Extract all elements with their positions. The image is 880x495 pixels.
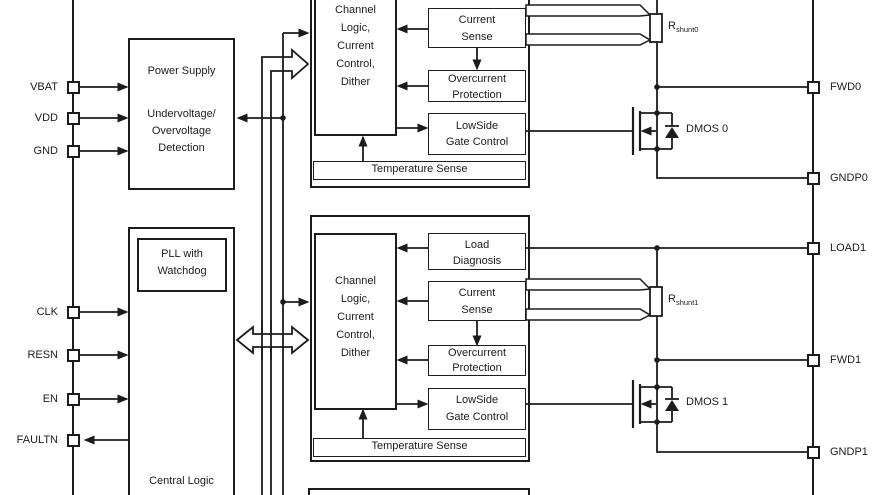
spi-bus (261, 48, 310, 495)
pin-resn (67, 349, 80, 362)
channel1-temperature-box (313, 438, 526, 457)
pin-vbat (67, 81, 80, 94)
channel1-arrows (358, 243, 633, 438)
channel2-block-partial (308, 488, 530, 495)
channel1-lowside-box (428, 388, 526, 430)
channel0-current-sense-box (428, 8, 526, 48)
pin-label-faultn: FAULTN (16, 434, 58, 446)
pin-faultn (67, 434, 80, 447)
channel1-lowside-label: LowSide Gate Control (445, 394, 509, 423)
pin-fwd0 (807, 81, 820, 94)
channel0-lowside-label: LowSide Gate Control (445, 120, 509, 148)
pin-label-fwd0: FWD0 (830, 81, 862, 93)
dmos1-label: DMOS 1 (686, 396, 729, 408)
pin-gnd (67, 145, 80, 158)
control-line (236, 28, 310, 495)
pin-clk (67, 306, 80, 319)
channel0-logic-block (314, 0, 397, 136)
central-logic-bus-arrow (235, 325, 310, 355)
channel1-current-sense-label: Current Sense (458, 287, 496, 316)
channel0-overcurrent-label: Overcurrent Protection (447, 73, 507, 101)
pin-vdd (67, 112, 80, 125)
channel1-load-diagnosis-label: Load Diagnosis (452, 239, 502, 267)
channel1-rails (526, 247, 807, 453)
dmos1-body-diode (665, 400, 679, 411)
channel0-temperature-box (313, 161, 526, 180)
power-supply-title: Power Supply (147, 65, 216, 77)
channel1-logic-label: Channel Logic, Current Control, Dither (335, 275, 376, 359)
pin-load1 (807, 242, 820, 255)
pll-watchdog-block (137, 238, 227, 292)
pin-gndp0 (807, 172, 820, 185)
channel0-rails (656, 0, 807, 179)
channel1-current-sense-box (428, 281, 526, 321)
pin-en (67, 393, 80, 406)
bus-verticals (261, 320, 272, 360)
channel0-overcurrent-box (428, 70, 526, 102)
pll-watchdog-label: PLL with Watchdog (157, 248, 207, 277)
channel1-overcurrent-label: Overcurrent Protection (447, 347, 507, 374)
rshunt0-label: Rshunt0 (668, 20, 699, 35)
pin-label-gndp1: GNDP1 (830, 446, 868, 458)
channel1-logic-block (314, 233, 397, 410)
channel0-lowside-box (428, 113, 526, 155)
pin-label-gndp0: GNDP0 (830, 172, 868, 184)
pin-gndp1 (807, 446, 820, 459)
junction-dots (280, 84, 660, 425)
power-supply-subtitle: Undervoltage/ Overvoltage Detection (147, 108, 216, 154)
channel0-temperature-label: Temperature Sense (371, 163, 468, 175)
pin-label-fwd1: FWD1 (830, 354, 862, 366)
power-supply-block (128, 38, 235, 190)
dmos0-body-diode (665, 127, 679, 138)
channel1-load-diagnosis-box (428, 233, 526, 270)
pin-label-resn: RESN (27, 349, 58, 361)
pin-label-load1: LOAD1 (830, 242, 867, 254)
shunt1 (525, 278, 663, 321)
pin-fwd1 (807, 354, 820, 367)
channel0-current-sense-label: Current Sense (458, 14, 496, 43)
rshunt1-label: Rshunt1 (668, 293, 699, 308)
channel0-logic-label: Channel Logic, Current Control, Dither (335, 4, 376, 88)
shunt0 (525, 4, 663, 46)
pin-label-clk: CLK (36, 306, 58, 318)
dmos0-label: DMOS 0 (686, 123, 729, 135)
dmos1-transistor (631, 380, 679, 428)
left-pin-wires (80, 82, 129, 445)
pin-label-en: EN (42, 393, 58, 405)
pin-label-vdd: VDD (34, 112, 58, 124)
channel1-temperature-label: Temperature Sense (371, 440, 468, 452)
pin-label-vbat: VBAT (30, 81, 58, 93)
pin-label-gnd: GND (33, 145, 58, 157)
channel0-arrows (358, 24, 633, 161)
central-logic-label: Central Logic (149, 475, 214, 487)
